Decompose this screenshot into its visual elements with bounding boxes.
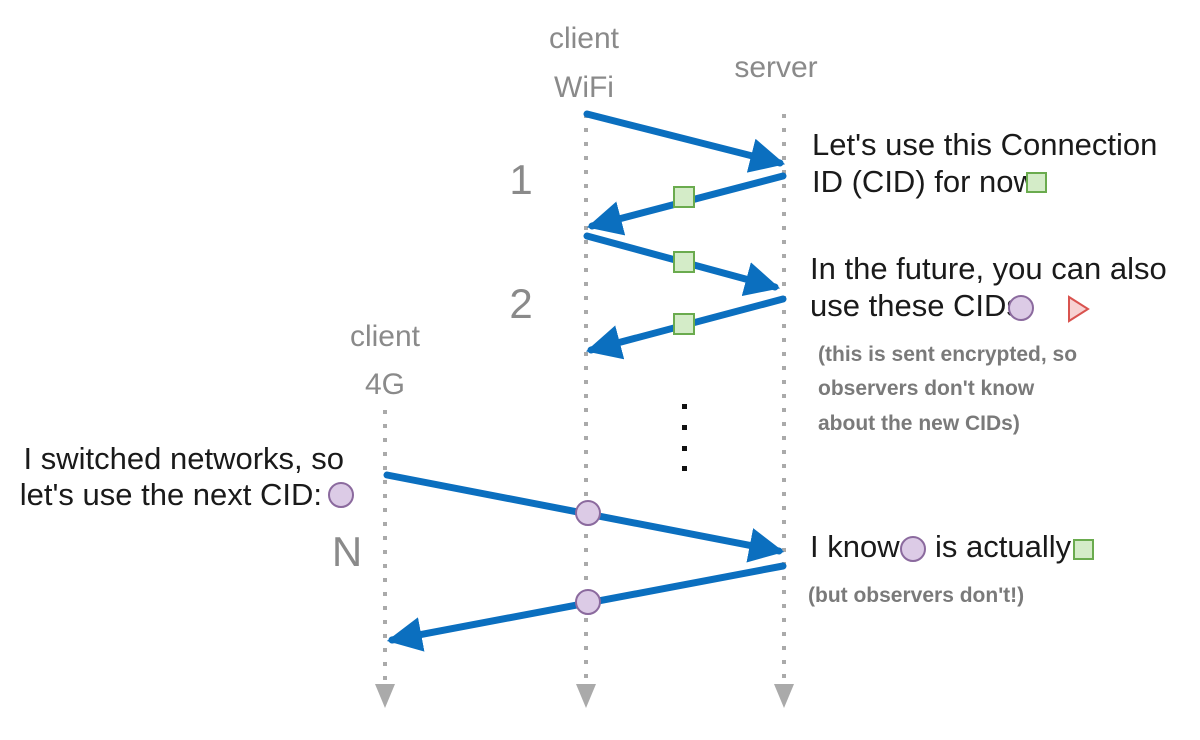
step-label-2: 2 xyxy=(509,280,532,327)
cid-square-icon xyxy=(673,313,695,335)
cid-circle-icon xyxy=(900,536,926,562)
cid-triangle-icon xyxy=(1068,295,1090,323)
cid-circle-icon xyxy=(575,589,601,615)
step2-note-line1: (this is sent encrypted, so xyxy=(818,343,1077,366)
step2-note-line2: observers don't know xyxy=(818,377,1035,400)
step1-message-line1: Let's use this Connection xyxy=(812,127,1157,162)
message-arrows xyxy=(383,110,787,652)
vertical-ellipsis-icon xyxy=(682,404,687,471)
cid-square-icon xyxy=(1073,539,1094,560)
know-message-part1: I know xyxy=(810,529,900,564)
step2-message-line2: use these CIDs: xyxy=(810,288,1031,323)
cid-circle-icon xyxy=(328,482,354,508)
step2-message-line1: In the future, you can also xyxy=(810,251,1167,286)
cid-square-icon xyxy=(1026,172,1047,193)
lifeline-end-server xyxy=(774,684,794,708)
packet-markers xyxy=(575,186,695,615)
header-client-wifi-line1: client xyxy=(549,22,620,55)
cid-circle-icon xyxy=(575,500,601,526)
step-label-n: N xyxy=(332,528,362,575)
header-server: server xyxy=(734,51,817,84)
step1-message-line2: ID (CID) for now: xyxy=(812,164,1045,199)
cid-square-icon xyxy=(673,186,695,208)
lifeline-end-arrows xyxy=(375,684,794,708)
lifelines xyxy=(383,114,786,682)
know-note: (but observers don't!) xyxy=(808,584,1024,607)
cid-circle-icon xyxy=(1008,295,1034,321)
know-message-part2: is actually xyxy=(935,529,1072,564)
switch-message-line2: let's use the next CID: xyxy=(20,477,322,512)
step2-note-line3: about the new CIDs) xyxy=(818,412,1020,435)
header-client-4g-line2: 4G xyxy=(365,368,405,401)
cid-square-icon xyxy=(673,251,695,273)
lifeline-end-client-wifi xyxy=(576,684,596,708)
lifeline-end-client-4g xyxy=(375,684,395,708)
header-client-wifi-line2: WiFi xyxy=(554,71,614,104)
header-client-4g-line1: client xyxy=(350,320,421,353)
arrow-1-request xyxy=(583,110,786,173)
switch-message-line1: I switched networks, so xyxy=(24,441,344,476)
step-label-1: 1 xyxy=(509,156,532,203)
